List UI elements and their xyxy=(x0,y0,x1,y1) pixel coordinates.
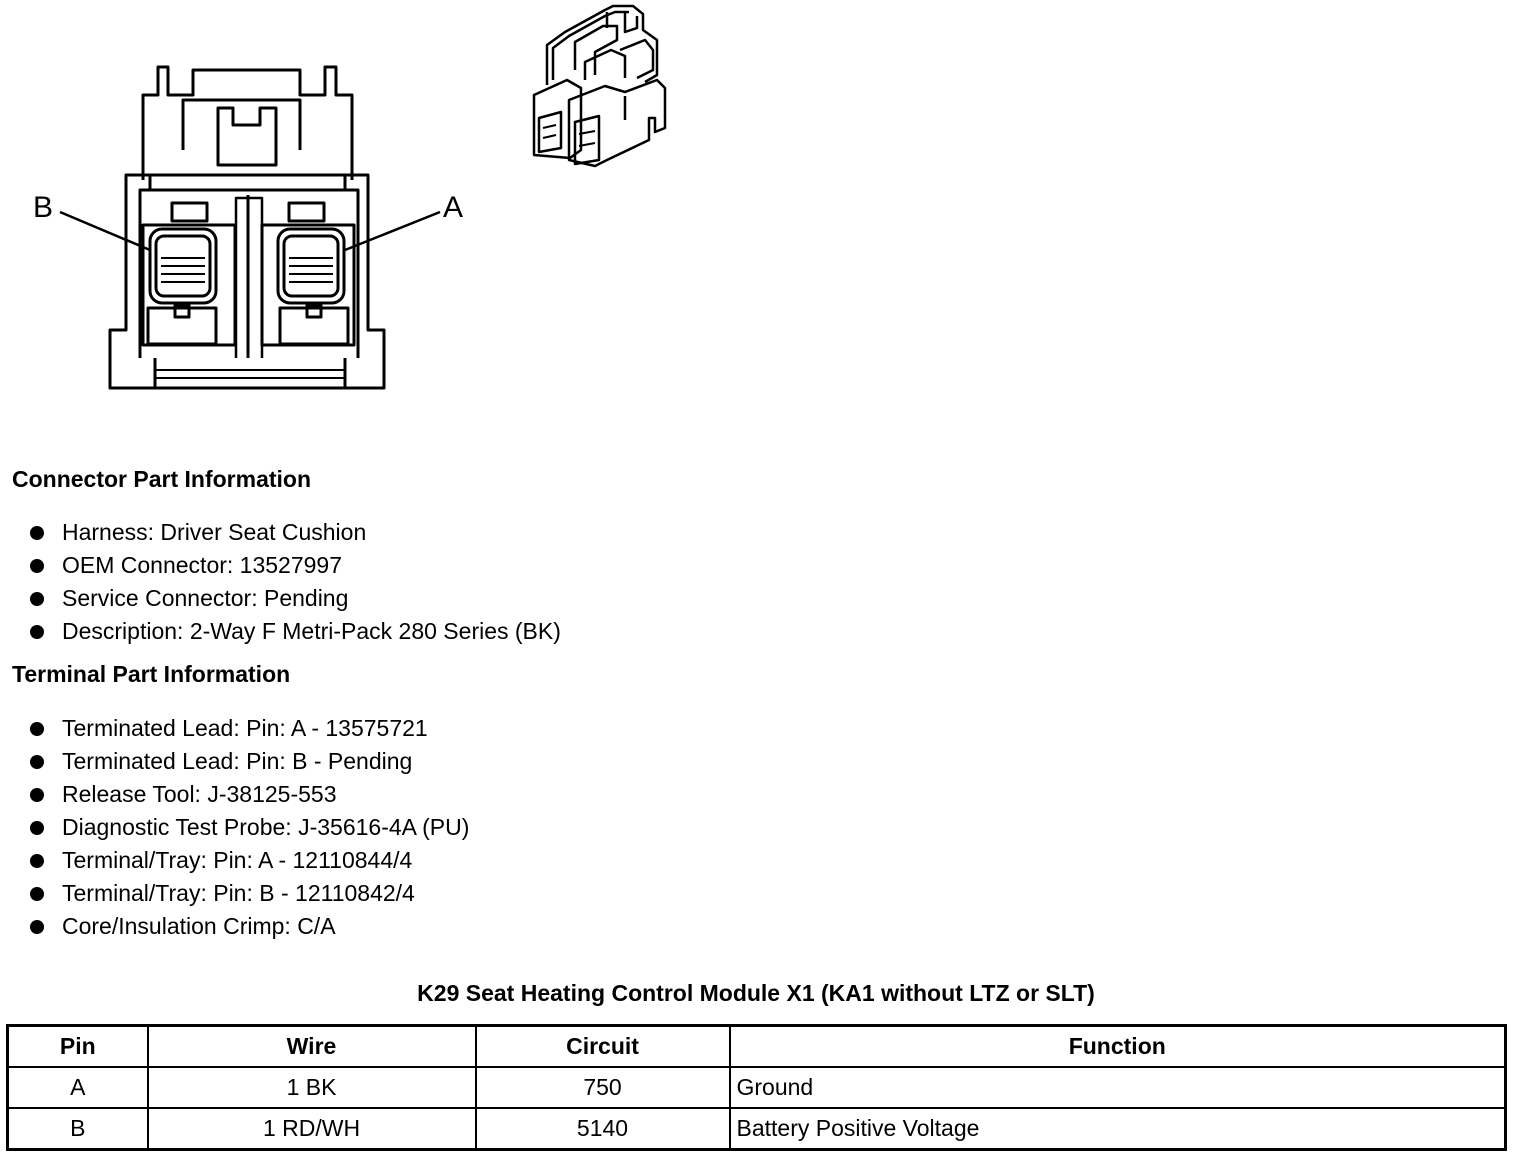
list-item: Diagnostic Test Probe: J-35616-4A (PU) xyxy=(0,811,469,844)
bullet-icon xyxy=(30,592,44,606)
bullet-icon xyxy=(30,559,44,573)
cell-function: Ground xyxy=(728,1066,1507,1109)
bullet-icon xyxy=(30,887,44,901)
connector-body-inner xyxy=(138,188,360,358)
column-header-pin: Pin xyxy=(6,1024,149,1068)
table-header-row: Pin Wire Circuit Function xyxy=(6,1024,1507,1068)
pin-b-label: B xyxy=(33,191,53,224)
terminal-part-info-list: Terminated Lead: Pin: A - 13575721 Termi… xyxy=(0,712,469,943)
connector-part-info-list: Harness: Driver Seat Cushion OEM Connect… xyxy=(0,516,561,648)
list-item: Terminated Lead: Pin: A - 13575721 xyxy=(0,712,469,745)
column-header-wire: Wire xyxy=(146,1024,477,1068)
list-item: Description: 2-Way F Metri-Pack 280 Seri… xyxy=(0,615,561,648)
connector-body-outline xyxy=(108,173,386,390)
connector-top-housing xyxy=(141,65,354,180)
connector-latch-tab xyxy=(216,106,278,167)
terminal-part-info-heading: Terminal Part Information xyxy=(12,661,291,687)
connector-part-info-heading: Connector Part Information xyxy=(12,466,312,492)
connector-face-diagram: B A xyxy=(33,65,463,390)
pin-table-title: K29 Seat Heating Control Module X1 (KA1 … xyxy=(417,980,1095,1006)
list-item: Terminated Lead: Pin: B - Pending xyxy=(0,745,469,778)
table-row: B 1 RD/WH 5140 Battery Positive Voltage xyxy=(6,1107,1507,1151)
cell-function: Battery Positive Voltage xyxy=(728,1107,1507,1151)
cell-circuit: 5140 xyxy=(474,1107,731,1151)
column-header-function: Function xyxy=(728,1024,1507,1068)
cell-wire: 1 RD/WH xyxy=(146,1107,477,1151)
table-row: A 1 BK 750 Ground xyxy=(6,1066,1507,1109)
cell-circuit: 750 xyxy=(474,1066,731,1109)
bullet-icon xyxy=(30,920,44,934)
column-header-circuit: Circuit xyxy=(474,1024,731,1068)
connector-isometric-diagram xyxy=(532,4,667,168)
list-item: Harness: Driver Seat Cushion xyxy=(0,516,561,549)
pin-a-leader xyxy=(344,210,441,252)
bullet-icon xyxy=(30,625,44,639)
cell-pin: A xyxy=(6,1066,149,1109)
cavity-a xyxy=(260,201,356,347)
bullet-icon xyxy=(30,788,44,802)
list-item: Terminal/Tray: Pin: B - 12110842/4 xyxy=(0,877,469,910)
cavity-b xyxy=(141,201,237,347)
bullet-icon xyxy=(30,821,44,835)
pin-b-leader xyxy=(59,210,151,252)
list-item: Core/Insulation Crimp: C/A xyxy=(0,910,469,943)
list-item: Terminal/Tray: Pin: A - 12110844/4 xyxy=(0,844,469,877)
cell-pin: B xyxy=(6,1107,149,1151)
bullet-icon xyxy=(30,526,44,540)
bullet-icon xyxy=(30,755,44,769)
pin-table: Pin Wire Circuit Function A 1 BK 750 Gro… xyxy=(6,1024,1507,1151)
list-item: Release Tool: J-38125-553 xyxy=(0,778,469,811)
bullet-icon xyxy=(30,722,44,736)
bullet-icon xyxy=(30,854,44,868)
connector-latch-slot xyxy=(181,98,302,150)
cell-wire: 1 BK xyxy=(146,1066,477,1109)
list-item: Service Connector: Pending xyxy=(0,582,561,615)
pin-a-label: A xyxy=(443,191,463,224)
list-item: OEM Connector: 13527997 xyxy=(0,549,561,582)
